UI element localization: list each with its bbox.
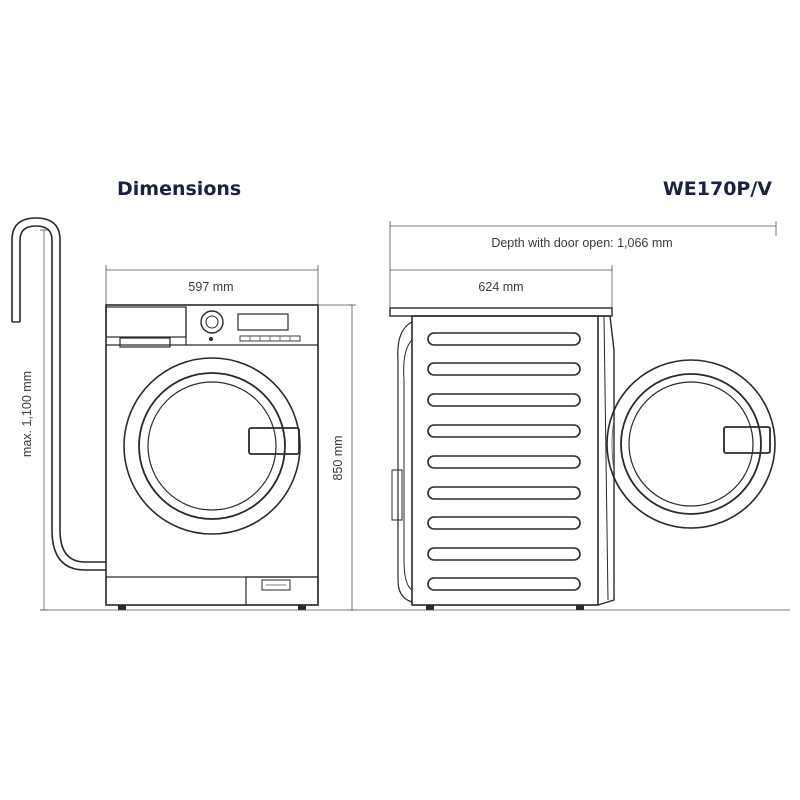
open-door bbox=[606, 359, 776, 529]
page-title: Dimensions bbox=[117, 178, 242, 200]
front-view: 597 mm 850 mm bbox=[105, 265, 356, 611]
height-label: 850 mm bbox=[331, 435, 345, 480]
door-open-depth-label: Depth with door open: 1,066 mm bbox=[491, 236, 672, 250]
hose-height-dimension: max. 1,100 mm bbox=[20, 229, 48, 611]
side-slots bbox=[427, 332, 581, 591]
drain-hose bbox=[11, 217, 106, 571]
width-label: 597 mm bbox=[188, 280, 233, 294]
depth-label: 624 mm bbox=[478, 280, 523, 294]
side-view: Depth with door open: 1,066 mm 624 mm bbox=[389, 221, 777, 610]
hose-height-label: max. 1,100 mm bbox=[20, 371, 34, 457]
model-label: WE170P/V bbox=[662, 178, 772, 200]
